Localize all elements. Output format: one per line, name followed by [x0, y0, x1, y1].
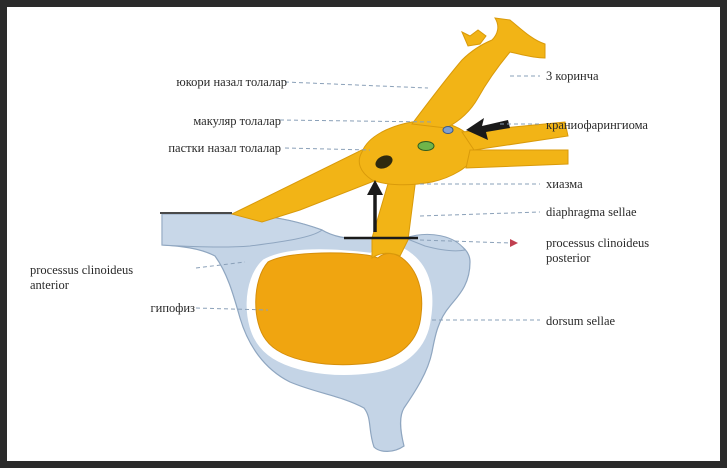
- label-inferior-nasal-fibers: пастки назал толалар: [168, 141, 281, 155]
- pituitary-gland: [256, 253, 422, 365]
- macular-fiber-mark: [418, 142, 434, 151]
- label-anterior-clinoid-line1: processus clinoideus: [30, 263, 133, 277]
- superior-nasal-fiber-mark: [443, 127, 453, 134]
- label-craniopharyngioma: краниофарингиома: [546, 118, 648, 132]
- optic-chiasm: [359, 120, 478, 184]
- label-third-ventricle: 3 коринча: [546, 69, 599, 83]
- label-posterior-clinoid-line2: posterior: [546, 251, 590, 265]
- label-superior-nasal-fibers: юкори назал толалар: [176, 75, 287, 89]
- label-posterior-clinoid-line1: processus clinoideus: [546, 236, 649, 250]
- optic-tract-lower: [466, 150, 568, 168]
- label-chiasm: хиазма: [546, 177, 583, 191]
- label-dorsum-sellae: dorsum sellae: [546, 314, 615, 328]
- label-anterior-clinoid-line2: anterior: [30, 278, 69, 292]
- posterior-clinoid-pointer: [510, 239, 518, 247]
- third-ventricle-fork: [462, 30, 486, 46]
- label-macular-fibers: макуляр толалар: [193, 114, 281, 128]
- label-hypophysis: гипофиз: [151, 301, 195, 315]
- label-diaphragma-sellae: diaphragma sellae: [546, 205, 637, 219]
